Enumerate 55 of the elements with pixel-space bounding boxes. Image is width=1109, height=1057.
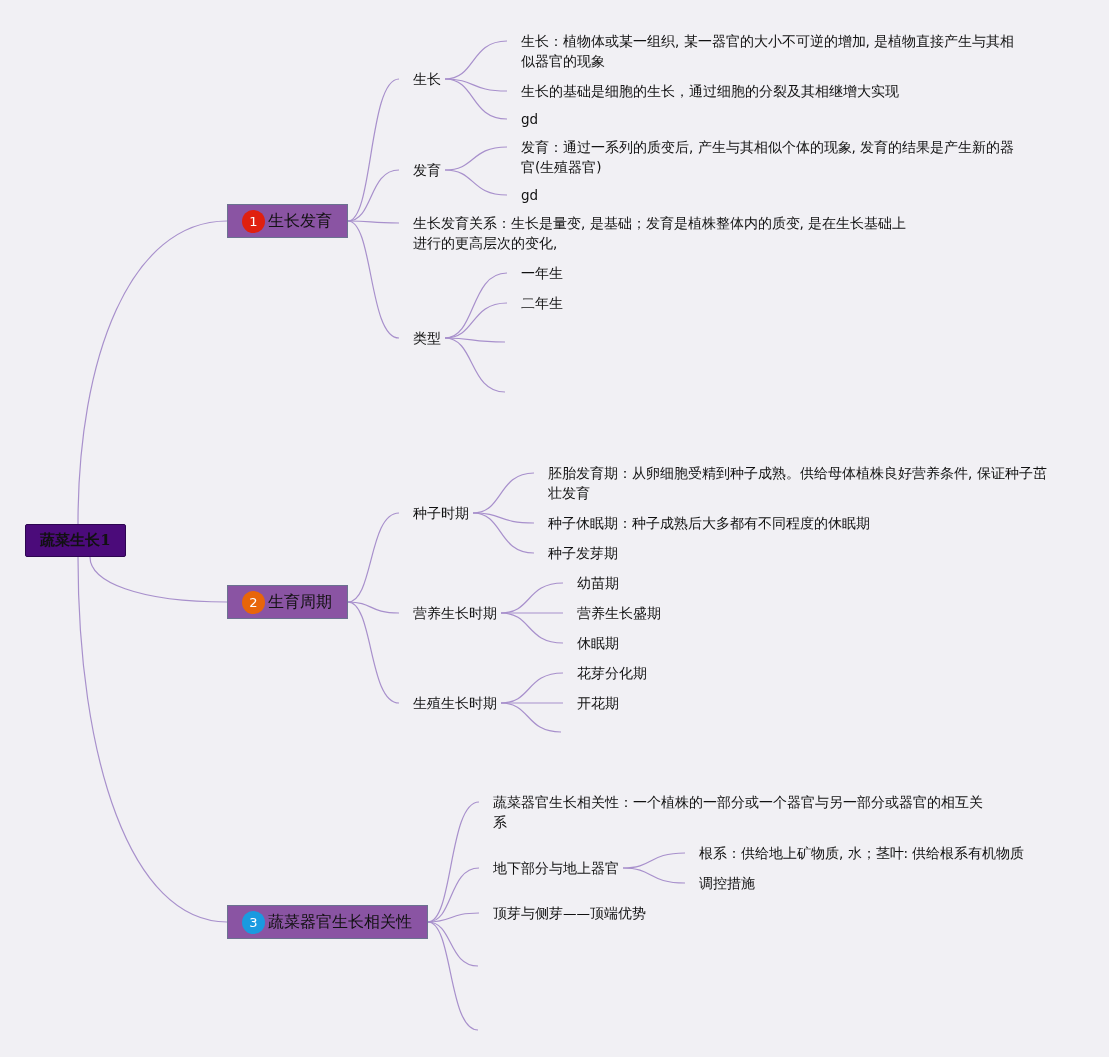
subtopic-text: 种子发芽期	[534, 543, 622, 563]
connector-line	[472, 512, 535, 554]
subtopic-text: 发育	[399, 160, 445, 180]
connector-line	[347, 220, 400, 224]
subtopic-text: 花芽分化期	[563, 663, 651, 683]
number-badge: 3	[242, 910, 265, 934]
subtopic-text: 根系：供给地上矿物质, 水；茎叶: 供给根系有机物质	[685, 843, 1029, 863]
subtopic-text: 种子时期	[399, 503, 473, 523]
connector-line	[444, 337, 506, 393]
connector-line	[347, 601, 400, 614]
topic-box	[227, 585, 348, 619]
topic-box	[227, 905, 428, 939]
subtopic-text: 顶芽与侧芽——顶端优势	[479, 903, 650, 923]
subtopic-text: 营养生长盛期	[563, 603, 665, 623]
number-badge: 1	[242, 209, 265, 233]
subtopic-text: gd	[507, 109, 543, 129]
subtopic-text: 调控措施	[685, 873, 759, 893]
subtopic-text: 类型	[399, 328, 445, 348]
topic-label: 蔬菜器官生长相关性	[268, 911, 412, 933]
connector-line	[444, 169, 508, 196]
root-topic-box: 蔬菜生长1	[25, 524, 126, 557]
connector-line	[444, 337, 506, 343]
subtopic-text: 生长发育关系：生长是量变, 是基础；发育是植株整体内的质变, 是在生长基础上进行的更高层次的变化,	[399, 213, 917, 253]
connector-line	[77, 556, 228, 923]
subtopic-text: 生长的基础是细胞的生长，通过细胞的分裂及其相继增大实现	[507, 81, 903, 101]
connector-line	[500, 702, 562, 733]
connector-line	[77, 220, 228, 525]
subtopic-text: 营养生长时期	[399, 603, 501, 623]
number-badge: 2	[242, 590, 265, 614]
topic-label: 生育周期	[268, 591, 332, 613]
subtopic-text: 一年生	[507, 263, 567, 283]
connector-line	[444, 78, 508, 92]
subtopic-text: 蔬菜器官生长相关性：一个植株的一部分或一个器官与另一部分或器官的相互关系	[479, 792, 992, 832]
subtopic-text: 二年生	[507, 293, 567, 313]
connector-line	[500, 612, 564, 644]
connector-line	[427, 921, 479, 1031]
topic-label: 生长发育	[268, 210, 332, 232]
connector-line	[347, 220, 400, 339]
subtopic-text: 开花期	[563, 693, 623, 713]
subtopic-text: 幼苗期	[563, 573, 623, 593]
subtopic-text: 发育：通过一系列的质变后, 产生与其相似个体的现象, 发育的结果是产生新的器官(生殖器官)	[507, 137, 1027, 177]
subtopic-text: 生殖生长时期	[399, 693, 501, 713]
connector-line	[347, 601, 400, 704]
subtopic-text: 地下部分与地上器官	[479, 858, 623, 878]
connector-line	[444, 78, 508, 120]
subtopic-text: 生长：植物体或某一组织, 某一器官的大小不可逆的增加, 是植物直接产生与其相似器官的现象	[507, 31, 1027, 71]
subtopic-text: 胚胎发育期：从卵细胞受精到种子成熟。供给母体植株良好营养条件, 保证种子茁壮发育	[534, 463, 1052, 503]
connector-line	[622, 867, 686, 884]
connector-line	[472, 512, 535, 524]
connector-line	[89, 556, 228, 603]
subtopic-text: 休眠期	[563, 633, 623, 653]
subtopic-text: 生长	[399, 69, 445, 89]
subtopic-text: gd	[507, 185, 543, 205]
subtopic-text: 种子休眠期：种子成熟后大多都有不同程度的休眠期	[534, 513, 874, 533]
topic-box	[227, 204, 348, 238]
